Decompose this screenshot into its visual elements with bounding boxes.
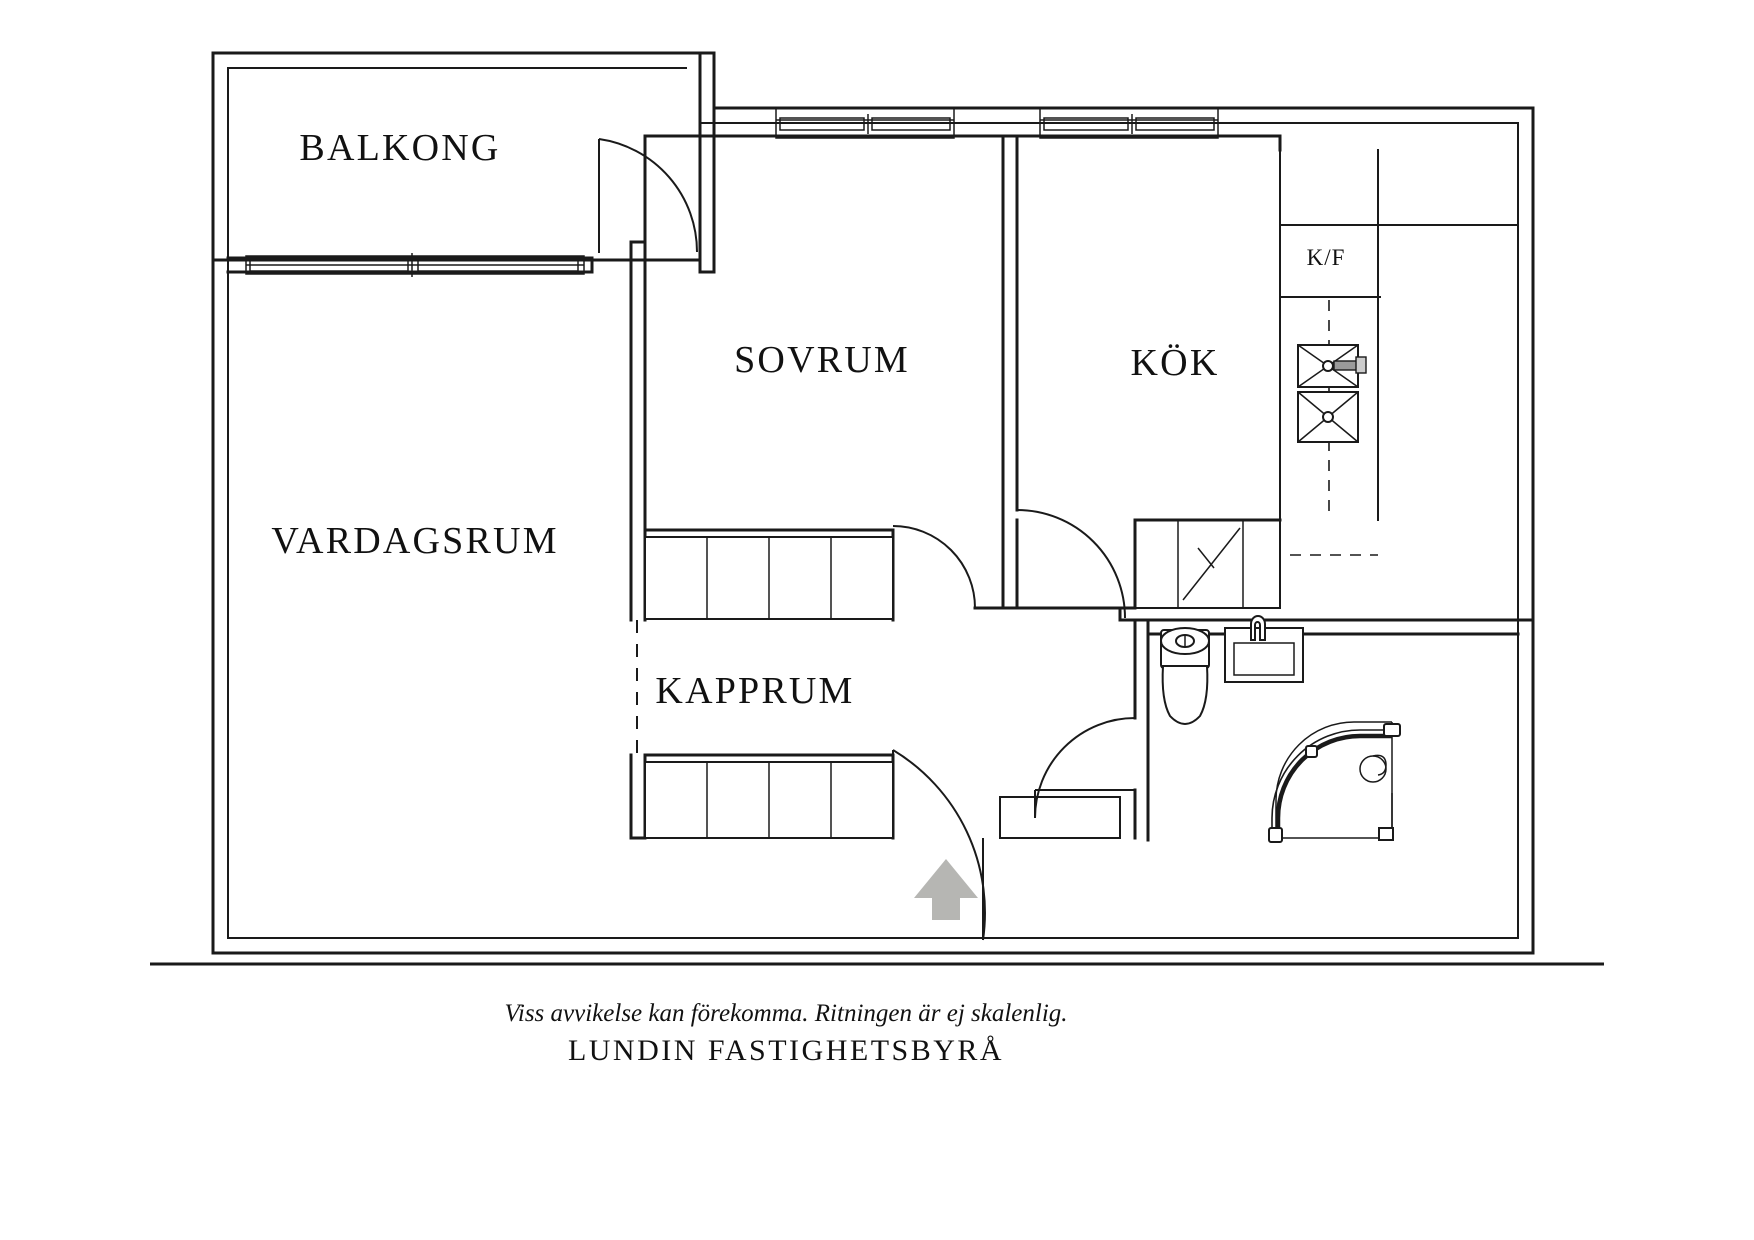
room-label-balkong: BALKONG <box>299 127 500 169</box>
balcony-door <box>245 253 585 277</box>
footer-disclaimer: Viss avvikelse kan förekomma. Ritningen … <box>504 1000 1067 1027</box>
window-kok <box>1039 107 1219 139</box>
room-label-sovrum: SOVRUM <box>734 339 910 381</box>
wardrobe-lower <box>644 761 894 839</box>
wardrobe-upper <box>644 536 894 620</box>
kitchen-stove <box>1297 391 1359 443</box>
room-label-kapprum: KAPPRUM <box>655 670 854 712</box>
label-fridge-freezer: K/F <box>1307 245 1346 270</box>
kitchen-sink <box>1297 344 1367 388</box>
hall-bench <box>999 796 1121 839</box>
room-label-vardagsrum: VARDAGSRUM <box>271 520 558 562</box>
door-kok <box>1016 509 1126 619</box>
window-sovrum <box>775 107 955 139</box>
toilet <box>1160 627 1210 725</box>
door-entrance <box>892 749 986 941</box>
kitchen-counter <box>1134 149 1519 609</box>
washbasin <box>1224 615 1304 683</box>
entrance-arrow-icon <box>914 859 978 920</box>
balcony-area <box>211 51 716 274</box>
balcony-entry-door-swing <box>598 138 699 253</box>
footer-brand: LUNDIN FASTIGHETSBYRÅ <box>568 1034 1004 1067</box>
door-bathroom <box>1034 717 1136 819</box>
shower-corner <box>1268 721 1401 843</box>
room-label-kok: KÖK <box>1131 342 1220 384</box>
door-sovrum <box>892 525 976 609</box>
